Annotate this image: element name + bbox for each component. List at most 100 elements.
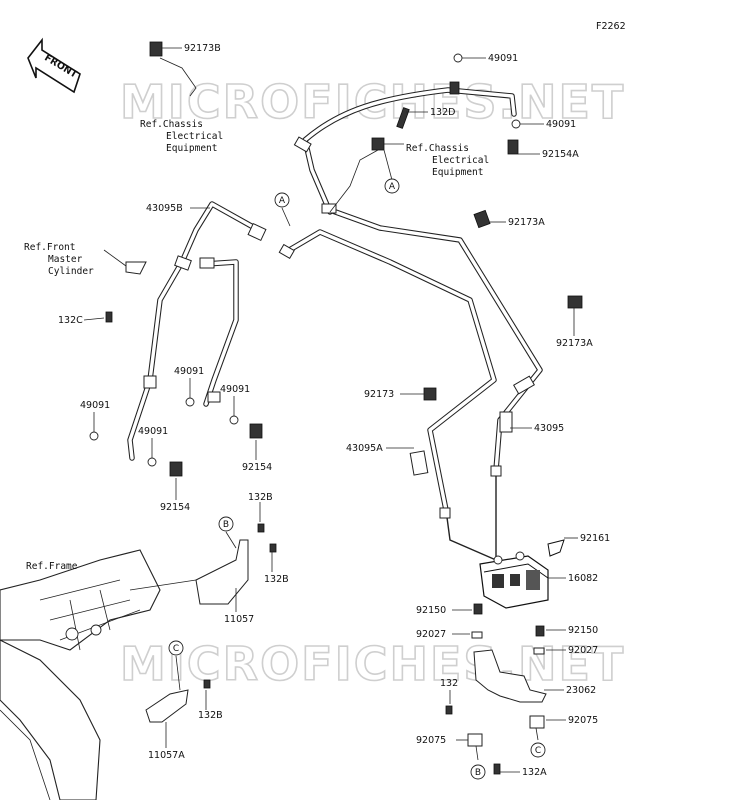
clip-92173-icon (423, 387, 437, 401)
washer-49091-c-icon (89, 431, 99, 441)
grommet-92075-a-icon (467, 733, 483, 747)
leader-lines (83, 47, 578, 773)
callout-a2: A (389, 182, 396, 192)
washer-49091-d-icon (147, 457, 157, 467)
bolt-132d-icon (396, 107, 410, 129)
label-49091-a: 49091 (174, 366, 204, 377)
collar-92027-a-icon (471, 631, 483, 639)
abs-unit-16082-icon (479, 539, 565, 609)
label-49091-mid: 49091 (546, 119, 576, 130)
bolt-92150-a-icon (473, 603, 483, 615)
bolt-92150-b-icon (535, 625, 545, 637)
callout-circle-a1 (274, 192, 290, 208)
hose-fittings (143, 136, 535, 519)
label-132b-1: 132B (248, 492, 273, 503)
bracket-11057-icon (195, 539, 249, 605)
label-92173b: 92173B (184, 43, 221, 54)
svg-text:Master: Master (48, 254, 83, 265)
callout-circle-b2 (470, 764, 486, 780)
bolt-132-icon (445, 705, 453, 715)
label-43095b: 43095B (146, 203, 183, 214)
label-49091-top: 49091 (488, 53, 518, 64)
label-92173a-1: 92173A (508, 217, 545, 228)
clip-92173a-2-icon (567, 295, 583, 309)
label-49091-c: 49091 (80, 400, 110, 411)
svg-text:Electrical: Electrical (432, 155, 489, 166)
label-23062: 23062 (566, 685, 596, 696)
label-92027-b: 92027 (568, 645, 598, 656)
callout-c1: C (173, 644, 179, 654)
label-92075-b: 92075 (568, 715, 598, 726)
label-92075-a: 92075 (416, 735, 446, 746)
label-132b-3: 132B (198, 710, 223, 721)
ref-frame: Ref.Frame (26, 561, 78, 572)
washer-49091-top-icon (453, 53, 463, 63)
chassis-clamp-bracket (329, 149, 379, 213)
callout-b2: B (475, 768, 481, 778)
label-49091-b: 49091 (220, 384, 250, 395)
label-92150-a: 92150 (416, 605, 446, 616)
watermark-bottom: MICROFICHES.NET (120, 637, 625, 691)
label-92154a: 92154A (542, 149, 579, 160)
sensor-92161-icon (547, 539, 565, 557)
svg-text:Ref.Front: Ref.Front (24, 242, 75, 253)
label-132d: 132D (430, 107, 455, 118)
front-arrow-icon: FRONT (27, 37, 81, 94)
abs-bracket-23062-icon (473, 649, 547, 703)
bolt-92154-a-icon (249, 423, 263, 439)
callout-circle-a2 (384, 178, 400, 194)
label-43095: 43095 (534, 423, 564, 434)
label-132: 132 (440, 678, 458, 689)
ref-chassis-electrical-2: Ref.Chassis Electrical Equipment (406, 143, 489, 178)
label-92173a-2: 92173A (556, 338, 593, 349)
label-92161: 92161 (580, 533, 610, 544)
bracket-11057a-icon (145, 689, 189, 723)
master-cylinder-clamp-icon (125, 261, 147, 275)
bolt-132b-1-icon (257, 523, 265, 533)
callout-circle-c1 (168, 640, 184, 656)
callout-b1: B (223, 520, 229, 530)
label-92173: 92173 (364, 389, 394, 400)
bolt-132a-icon (493, 763, 501, 775)
svg-text:Equipment: Equipment (432, 167, 483, 178)
label-132c: 132C (58, 315, 83, 326)
clip-92173a-1-icon (473, 209, 491, 229)
callout-circle-b1 (218, 516, 234, 532)
svg-text:Ref.Chassis: Ref.Chassis (406, 143, 469, 154)
bolt-132c-icon (105, 311, 113, 323)
label-11057: 11057 (224, 614, 254, 625)
washer-49091-a-icon (185, 397, 195, 407)
svg-text:Electrical: Electrical (166, 131, 223, 142)
collar-92027-b-icon (533, 647, 545, 655)
label-132a: 132A (522, 767, 547, 778)
label-92154-a: 92154 (242, 462, 272, 473)
svg-text:Ref.Chassis: Ref.Chassis (140, 119, 203, 130)
label-49091-d: 49091 (138, 426, 168, 437)
union-bolt-top-icon (449, 81, 460, 95)
label-92027-a: 92027 (416, 629, 446, 640)
grommet-92075-b-icon (529, 715, 545, 729)
bolt-92154a-icon (507, 139, 519, 155)
bolt-92154-b-icon (169, 461, 183, 477)
clip-92173b-icon (149, 41, 197, 97)
bolt-132b-3-icon (203, 679, 211, 689)
ref-chassis-electrical-1: Ref.Chassis Electrical Equipment (140, 119, 223, 154)
washer-49091-b-icon (229, 415, 239, 425)
diagram-code: F2262 (596, 21, 626, 32)
callout-circle-c2 (530, 742, 546, 758)
label-92150-b: 92150 (568, 625, 598, 636)
callout-c2: C (535, 746, 541, 756)
callout-a1: A (279, 196, 286, 206)
bolt-132b-2-icon (269, 543, 277, 553)
label-43095a: 43095A (346, 443, 383, 454)
label-16082: 16082 (568, 573, 598, 584)
label-92154-b: 92154 (160, 502, 190, 513)
svg-text:Equipment: Equipment (166, 143, 217, 154)
washer-49091-mid-icon (511, 119, 521, 129)
svg-text:Cylinder: Cylinder (48, 266, 94, 277)
chassis-clamp-icon (371, 137, 385, 151)
label-11057a: 11057A (148, 750, 185, 761)
label-132b-2: 132B (264, 574, 289, 585)
